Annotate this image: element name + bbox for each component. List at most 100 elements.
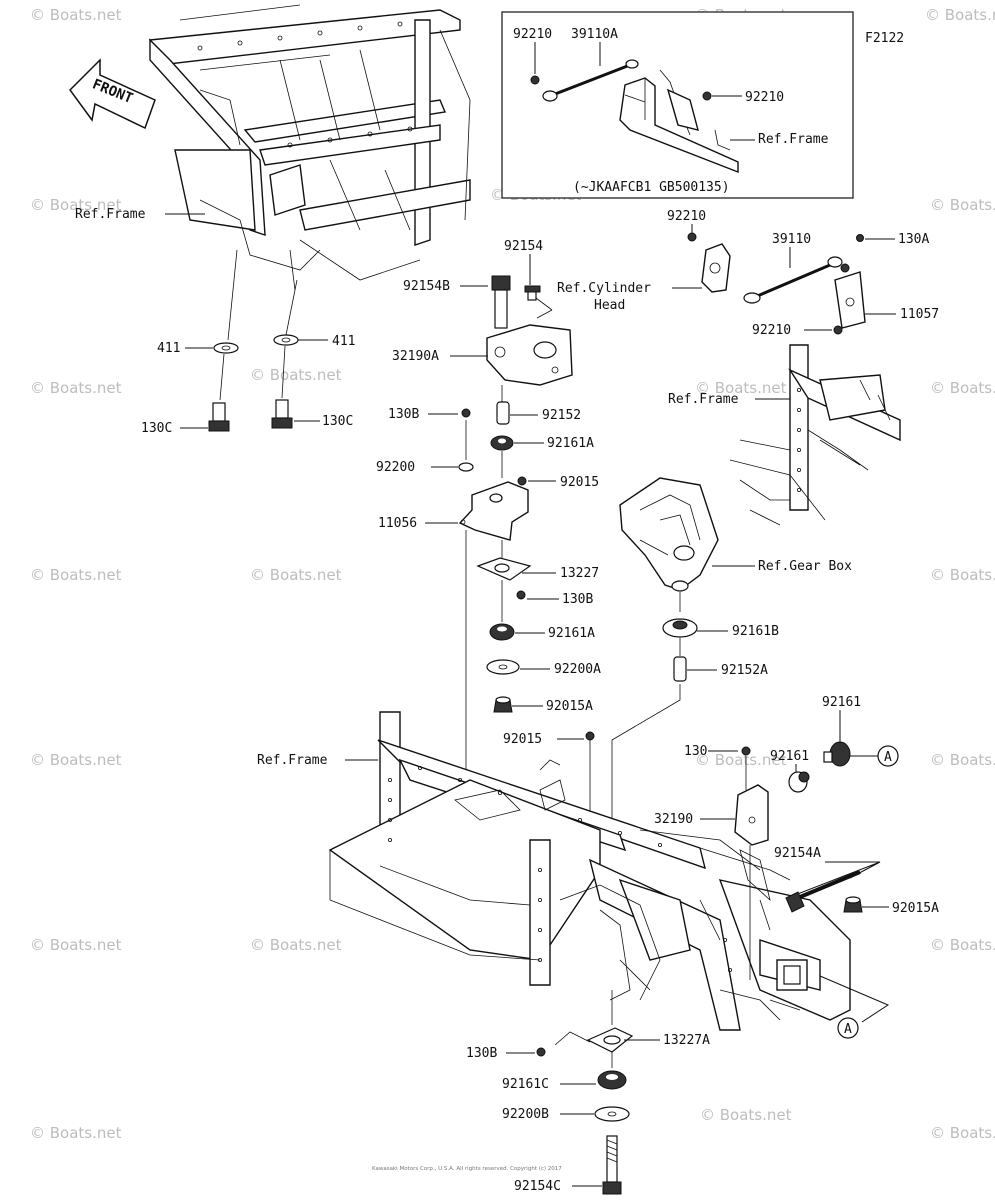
- plate-13227: [476, 557, 532, 581]
- part-label-13227: 13227: [560, 566, 599, 581]
- ref-frame-label: Ref.Frame: [668, 392, 739, 407]
- part-label-411: 411: [332, 334, 355, 349]
- part-label-92200: 92200: [376, 460, 415, 475]
- rubber-stopper-92161-a: [823, 741, 851, 767]
- watermark-text: © Boats.net: [695, 379, 787, 397]
- watermark-text: © Boats.net: [930, 751, 995, 769]
- rubber-stopper-92161-b: [788, 771, 810, 793]
- part-label-92154A: 92154A: [774, 846, 821, 861]
- watermark-text: © Boats.net: [930, 196, 995, 214]
- watermark-text: © Boats.net: [30, 6, 122, 24]
- bolt-130C-right: [271, 399, 293, 429]
- reference-marker-a-label: A: [844, 1022, 852, 1037]
- rubber-mount-92161A: [490, 435, 514, 451]
- part-label-92200B: 92200B: [502, 1107, 549, 1122]
- part-label-92210: 92210: [752, 323, 791, 338]
- part-label-32190: 32190: [654, 812, 693, 827]
- reference-marker-a: [877, 745, 899, 767]
- watermark-text: © Boats.net: [30, 566, 122, 584]
- bolt-92154B: [491, 275, 511, 329]
- part-label-130B: 130B: [388, 407, 419, 422]
- bolt-92154: [524, 285, 541, 301]
- part-label-92152A: 92152A: [721, 663, 768, 678]
- part-label-11057: 11057: [900, 307, 939, 322]
- part-label-92161: 92161: [770, 749, 809, 764]
- collar-92152: [496, 401, 510, 425]
- inset-box: F2122 (~JKAAFCB1 GB500135) 92210 39110A …: [501, 11, 904, 199]
- ref-frame-label: Ref.Frame: [758, 132, 829, 147]
- watermark-text: © Boats.net: [700, 1106, 792, 1124]
- part-label-92154B: 92154B: [403, 279, 450, 294]
- washer-411-right: [273, 334, 299, 346]
- reference-marker-a-label: A: [884, 750, 892, 765]
- bracket-32190: [734, 784, 769, 846]
- watermark-text: © Boats.net: [930, 566, 995, 584]
- part-label-92015: 92015: [503, 732, 542, 747]
- part-label-92152: 92152: [542, 408, 581, 423]
- reference-marker-a: [837, 1017, 859, 1039]
- part-label-130B: 130B: [562, 592, 593, 607]
- part-label-32190A: 32190A: [392, 349, 439, 364]
- lower-main-frame: [328, 711, 851, 1031]
- bracket-32190A: [486, 324, 573, 386]
- front-direction-arrow: FRONT: [69, 58, 156, 130]
- watermark-text: © Boats.net: [930, 1124, 995, 1142]
- part-label-11056: 11056: [378, 516, 417, 531]
- rubber-mount-92161C: [597, 1070, 627, 1090]
- part-label-130C: 130C: [141, 421, 172, 436]
- gear-box-mount: [619, 477, 719, 592]
- part-label-92161: 92161: [822, 695, 861, 710]
- part-label-92210: 92210: [745, 90, 784, 105]
- part-label-130B: 130B: [466, 1046, 497, 1061]
- upper-frame-assembly: [149, 4, 471, 291]
- part-label-92161A: 92161A: [547, 436, 594, 451]
- part-label-92154: 92154: [504, 239, 543, 254]
- washer-411-left: [213, 342, 239, 354]
- watermark-text: © Boats.net: [695, 751, 787, 769]
- part-label-92161A: 92161A: [548, 626, 595, 641]
- plate-13227A: [586, 1027, 634, 1053]
- watermark-text: © Boats.net: [30, 196, 122, 214]
- ref-cylinder-head-label-line2: Head: [594, 298, 625, 313]
- bolt-92154A: [785, 870, 861, 913]
- bolt-130C-left: [208, 402, 230, 432]
- watermark-text: © Boats.net: [250, 366, 342, 384]
- part-label-92154C: 92154C: [514, 1179, 561, 1194]
- part-label-92210: 92210: [513, 27, 552, 42]
- part-label-92210: 92210: [667, 209, 706, 224]
- watermark-text: © Boats.net: [250, 566, 342, 584]
- watermark-text: © Boats.net: [30, 751, 122, 769]
- part-label-130: 130: [684, 744, 707, 759]
- ref-frame-label: Ref.Frame: [257, 753, 328, 768]
- ref-gear-box-label: Ref.Gear Box: [758, 559, 852, 574]
- nut-92015A-right: [843, 896, 863, 913]
- part-label-92161B: 92161B: [732, 624, 779, 639]
- watermark-text: © Boats.net: [30, 1124, 122, 1142]
- part-label-92200A: 92200A: [554, 662, 601, 677]
- watermarks: © Boats.net © Boats.net © Boats.net © Bo…: [30, 6, 995, 1142]
- part-label-39110A: 39110A: [571, 27, 618, 42]
- part-label-92015A: 92015A: [892, 901, 939, 916]
- part-label-130A: 130A: [898, 232, 929, 247]
- watermark-text: © Boats.net: [30, 936, 122, 954]
- footer-copyright: Kawasaki Motors Corp., U.S.A. All rights…: [372, 1166, 562, 1172]
- ref-frame-label: Ref.Frame: [75, 207, 146, 222]
- watermark-text: © Boats.net: [250, 936, 342, 954]
- part-label-13227A: 13227A: [663, 1033, 710, 1048]
- watermark-text: © Boats.net: [930, 379, 995, 397]
- bracket-11056: [458, 481, 529, 541]
- part-label-39110: 39110: [772, 232, 811, 247]
- watermark-text: © Boats.net: [30, 379, 122, 397]
- frame-holes: [197, 21, 413, 148]
- rubber-mount-92161B: [662, 618, 698, 638]
- bolt-92154C: [602, 1135, 622, 1195]
- part-label-92161C: 92161C: [502, 1077, 549, 1092]
- figure-code: F2122: [865, 31, 904, 46]
- part-label-92015: 92015: [560, 475, 599, 490]
- right-frame-section: [729, 344, 901, 526]
- rubber-mount-92161A-lower: [489, 623, 515, 641]
- part-label-92015A: 92015A: [546, 699, 593, 714]
- collar-92152A: [673, 656, 687, 682]
- nut-92015A: [493, 696, 513, 713]
